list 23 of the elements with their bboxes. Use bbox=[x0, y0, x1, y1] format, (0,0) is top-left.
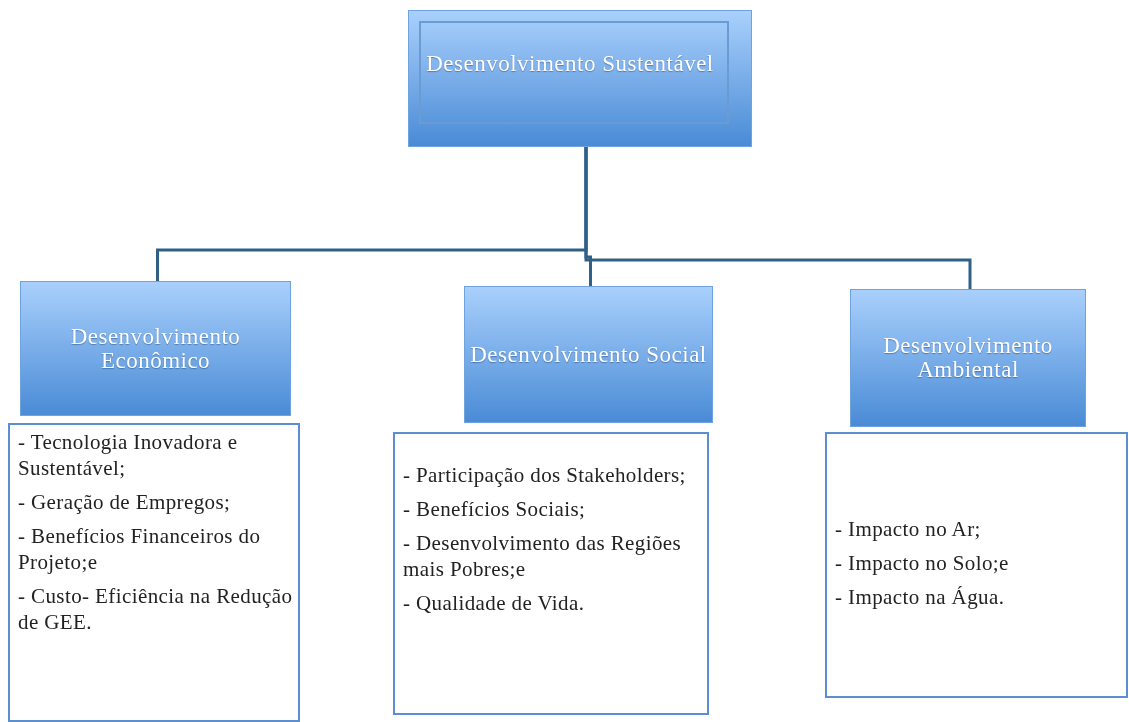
category-box bbox=[464, 286, 713, 423]
connector-line bbox=[584, 147, 972, 289]
list-item: - Desenvolvimento das Regiões mais Pobres;e bbox=[403, 530, 683, 582]
list-item: - Impacto no Solo;e bbox=[835, 550, 1010, 576]
box-title: Desenvolvimento Sustentável bbox=[426, 51, 714, 76]
list-item: - Benefícios Sociais; bbox=[403, 496, 587, 522]
box-title: Desenvolvimento Social bbox=[470, 342, 707, 367]
list-box bbox=[393, 432, 709, 715]
category-box bbox=[20, 281, 291, 416]
list-item: - Custo- Eficiência na Redução de GEE. bbox=[18, 583, 294, 635]
category-box bbox=[850, 289, 1086, 427]
box-title: Desenvolvimento Ambiental bbox=[882, 334, 1054, 382]
list-item: - Geração de Empregos; bbox=[18, 489, 232, 515]
list-item: - Benefícios Financeiros do Projeto;e bbox=[18, 523, 262, 575]
list-item: - Impacto na Água. bbox=[835, 584, 1006, 610]
title-box bbox=[408, 10, 752, 147]
list-box bbox=[8, 423, 300, 722]
list-item: - Qualidade de Vida. bbox=[403, 590, 586, 616]
box-title: Desenvolvimento Econômico bbox=[69, 324, 242, 373]
list-item: - Participação dos Stakeholders; bbox=[403, 462, 687, 488]
list-box bbox=[825, 432, 1128, 698]
list-item: - Impacto no Ar; bbox=[835, 516, 982, 542]
list-item: - Tecnologia Inovadora e Sustentável; bbox=[18, 429, 239, 481]
